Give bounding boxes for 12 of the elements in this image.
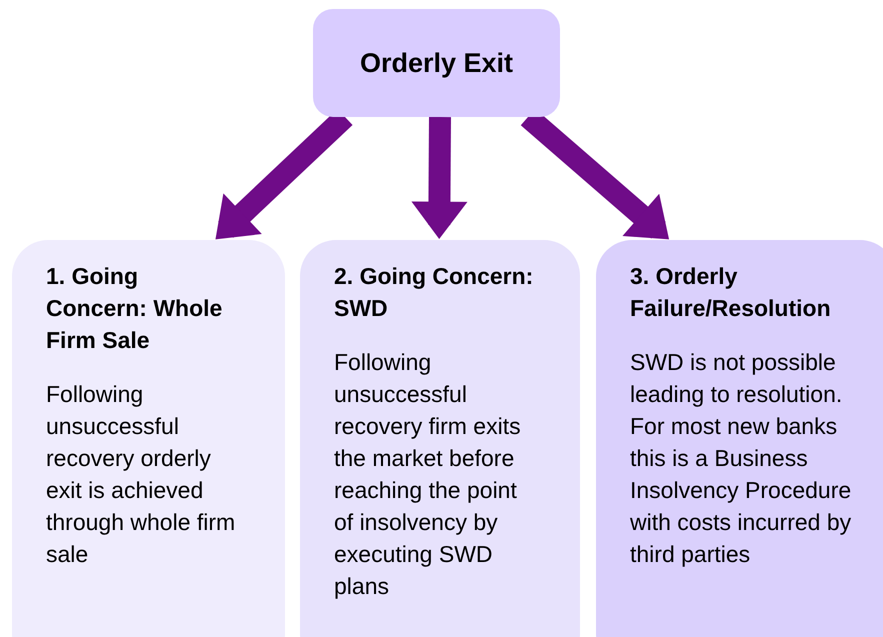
card-heading: 2. Going Concern: SWD (334, 262, 534, 323)
title-box (313, 9, 560, 117)
card-heading: 3. Orderly Failure/Resolution (630, 262, 832, 323)
card-description: Following unsuccessful recovery orderly exit is achieved through whole firm sale (46, 380, 236, 569)
block-arrow (411, 116, 468, 239)
card-description: Following unsuccessful recovery firm exits the market before reaching the point of insolvency by executing SWD plans (334, 348, 522, 601)
option-card (300, 240, 580, 637)
option-card (596, 240, 883, 637)
option-card (12, 240, 285, 637)
card-description: SWD is not possible leading to resolution. For most new banks this is a Business Insolvency Procedure with costs incurred by third parties (630, 348, 852, 569)
card-heading: 1. Going Concern: Whole Firm Sale (46, 262, 224, 355)
box-title: Orderly Exit (360, 46, 514, 80)
